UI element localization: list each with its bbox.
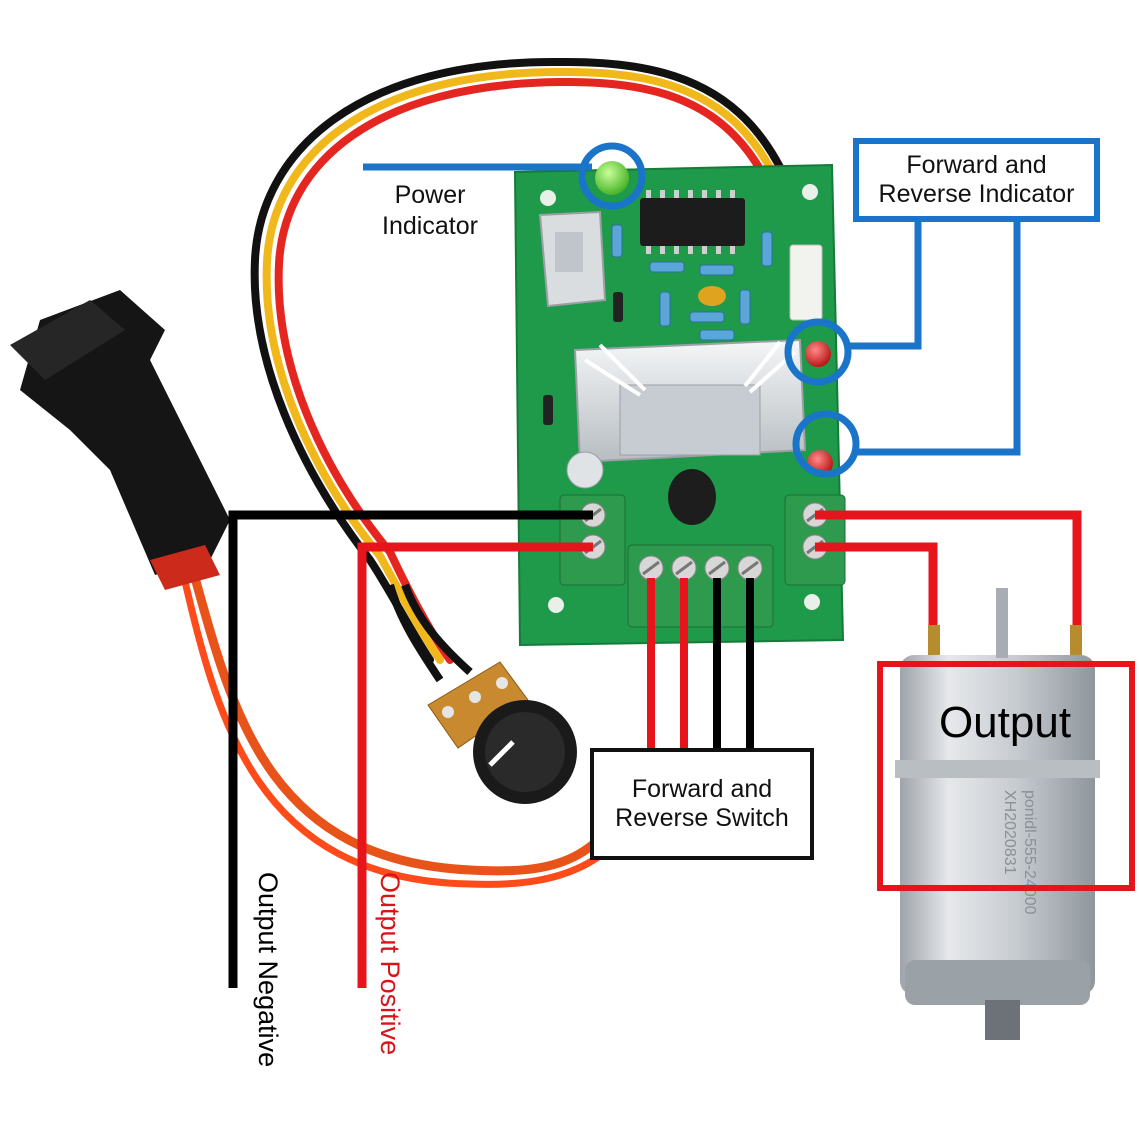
fr-indicator-line2: Reverse Indicator: [878, 180, 1075, 208]
power-indicator-label: Power Indicator: [360, 180, 500, 243]
power-indicator-line1: Power: [394, 181, 466, 209]
screw-terminal-switch: [627, 544, 774, 628]
potentiometer-knob: [386, 583, 577, 804]
harness-wires: [250, 57, 824, 664]
ic-chip: [640, 198, 745, 246]
fr-indicator-line1: Forward and: [906, 150, 1047, 179]
fr-switch-box: Forward and Reverse Switch: [590, 748, 814, 860]
power-led: [595, 161, 629, 195]
dc-motor: ponidl-555-24000 XH2020831: [895, 588, 1100, 1040]
power-indicator-line2: Indicator: [382, 212, 478, 241]
fr-indicator-box: Forward and Reverse Indicator: [853, 138, 1100, 222]
fr-switch-line2: Reverse Switch: [615, 804, 789, 832]
screw-terminal-motor: [784, 494, 846, 586]
callout-lines: [363, 142, 1021, 478]
direction-led-1: [805, 341, 831, 367]
fr-switch-line1: Forward and: [631, 774, 773, 803]
rocker-switch: [10, 290, 230, 590]
output-wires: [228, 510, 1082, 988]
output-positive-label: Output Positive: [375, 872, 405, 1056]
svg-text:XH2020831: XH2020831: [1001, 790, 1018, 875]
screw-terminal-input: [559, 494, 626, 586]
pcb-board: [513, 161, 846, 647]
output-negative-label: Output Negative: [253, 872, 283, 1068]
svg-text:ponidl-555-24000: ponidl-555-24000: [1021, 790, 1038, 915]
output-box: [877, 661, 1135, 891]
output-label: Output: [938, 698, 1072, 747]
